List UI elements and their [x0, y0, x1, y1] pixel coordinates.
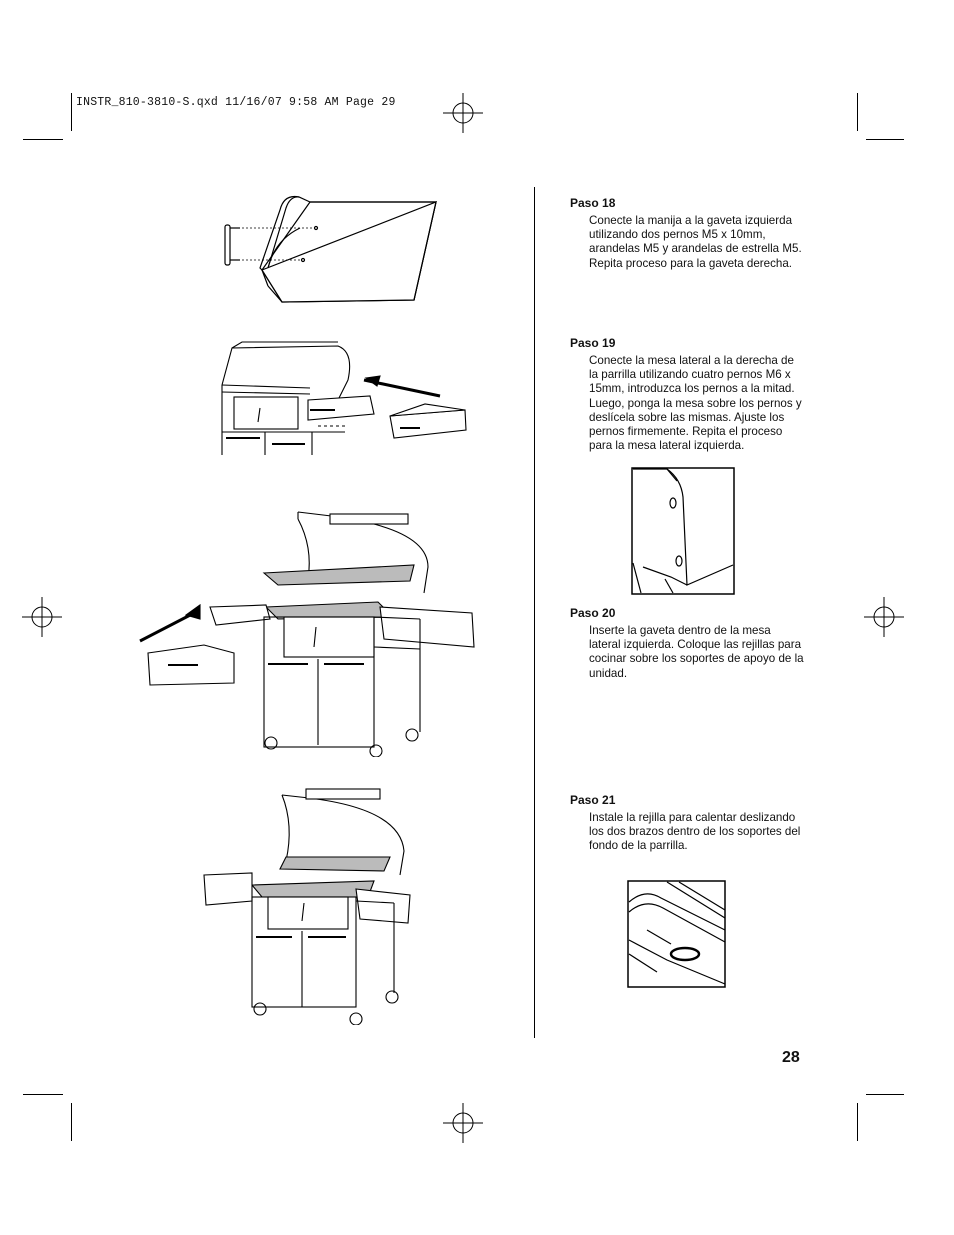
crop-mark [71, 93, 72, 131]
crop-mark [23, 1094, 63, 1095]
warming-rack-icon [203, 788, 411, 1025]
step-18-text: Conecte la manija a la gaveta izquierda … [589, 214, 802, 270]
crop-mark [866, 1094, 904, 1095]
rack-bracket-detail-icon [627, 880, 726, 988]
step-21-title: Paso 21 [570, 793, 616, 807]
page-number: 28 [782, 1049, 800, 1066]
step-19-title: Paso 19 [570, 336, 616, 350]
crop-mark [866, 139, 904, 140]
drawer-insert-icon [139, 511, 475, 757]
registration-mark-icon [22, 597, 62, 637]
step-20-title: Paso 20 [570, 606, 616, 620]
registration-mark-icon [443, 1103, 483, 1143]
column-divider [534, 187, 535, 1038]
registration-mark-icon [864, 597, 904, 637]
crop-mark [857, 93, 858, 131]
step-19-text: Conecte la mesa lateral a la derecha de … [589, 354, 802, 453]
crop-mark [23, 139, 63, 140]
drawer-handle-icon [224, 195, 437, 303]
crop-mark [71, 1103, 72, 1141]
file-slug: INSTR_810-3810-S.qxd 11/16/07 9:58 AM Pa… [76, 96, 396, 109]
registration-mark-icon [443, 93, 483, 133]
crop-mark [857, 1103, 858, 1141]
side-table-attach-icon [221, 341, 467, 455]
step-21-text: Instale la rejilla para calentar desliza… [589, 811, 801, 853]
step-18-title: Paso 18 [570, 196, 616, 210]
step-20-text: Inserte la gaveta dentro de la mesa late… [589, 624, 804, 680]
table-bolt-detail-icon [631, 467, 735, 595]
